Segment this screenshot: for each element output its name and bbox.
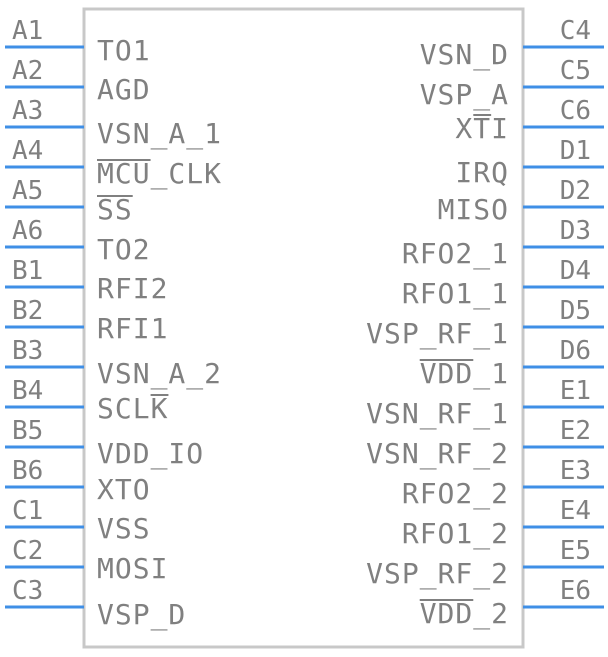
pin-name: VSN_RF_1 (366, 397, 509, 431)
pin-name: RFI1 (97, 312, 168, 345)
pin-name: MOSI (97, 552, 168, 585)
pin-name: MCU_CLK (97, 157, 222, 191)
pin-number: A3 (12, 96, 43, 126)
pin-number: A6 (12, 216, 43, 246)
pin-number: B3 (12, 336, 43, 366)
pin-name: VDD_2 (420, 597, 509, 631)
pin-name: VSP_RF_2 (366, 557, 509, 591)
pin-name: RFO2_1 (402, 237, 509, 271)
pin-number: B5 (12, 416, 43, 446)
pin-number: A4 (12, 136, 43, 166)
pin-name: XTI (455, 112, 509, 145)
pin-number: C3 (12, 576, 43, 606)
pin-name: VDD_1 (420, 357, 509, 391)
pin-name: AGD (97, 73, 151, 106)
pin-name: VSP_A (420, 78, 509, 112)
pin-number: A1 (12, 16, 43, 46)
pin-name: SCLK (97, 392, 168, 425)
pin-name: VSP_RF_1 (366, 317, 509, 351)
pin-name: XTO (97, 473, 151, 506)
pin-number: C1 (12, 496, 43, 526)
pin-number: E4 (560, 496, 591, 526)
pin-number: D2 (560, 176, 591, 206)
pin-number: E3 (560, 456, 591, 486)
pin-number: A5 (12, 176, 43, 206)
pin-number: B6 (12, 456, 43, 486)
pin-name: IRQ (455, 156, 509, 189)
pin-number: D4 (560, 256, 591, 286)
pin-number: A2 (12, 56, 43, 86)
pin-number: D5 (560, 296, 591, 326)
pin-name: MISO (438, 193, 509, 226)
pin-number: C2 (12, 536, 43, 566)
pin-number: C6 (560, 96, 591, 126)
pin-number: E1 (560, 376, 591, 406)
pin-name: VSN_RF_2 (366, 437, 509, 471)
pin-name: RFO1_2 (402, 517, 509, 551)
pin-name: VSS (97, 512, 151, 545)
pin-name: TO1 (97, 34, 151, 67)
pin-name: VSN_A_1 (97, 117, 222, 151)
pin-number: B2 (12, 296, 43, 326)
pin-number: D6 (560, 336, 591, 366)
pin-name: VSP_D (97, 598, 186, 632)
pin-number: E6 (560, 576, 591, 606)
pin-number: E2 (560, 416, 591, 446)
pin-name: VSN_D (420, 38, 509, 72)
pin-number: D1 (560, 136, 591, 166)
pin-number: B4 (12, 376, 43, 406)
pin-name: RFO1_1 (402, 277, 509, 311)
pin-number: C5 (560, 56, 591, 86)
ic-body (82, 7, 525, 649)
pin-number: D3 (560, 216, 591, 246)
pin-name: RFI2 (97, 272, 168, 305)
pin-name: TO2 (97, 233, 151, 266)
pin-name: SS (97, 193, 133, 226)
pin-number: E5 (560, 536, 591, 566)
pin-number: C4 (560, 16, 591, 46)
pin-number: B1 (12, 256, 43, 286)
pin-name: RFO2_2 (402, 477, 509, 511)
pin-name: VSN_A_2 (97, 357, 222, 391)
left-pins: A1TO1A2AGDA3VSN_A_1A4MCU_CLKA5SSA6TO2B1R… (5, 16, 222, 632)
pin-name: VDD_IO (97, 437, 204, 471)
